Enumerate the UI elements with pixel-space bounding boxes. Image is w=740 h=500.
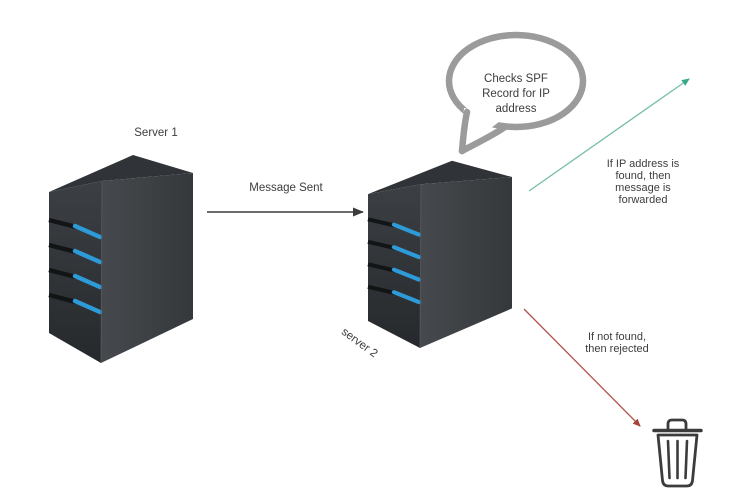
forwarded-arrow [528,78,690,192]
message-sent-label: Message Sent [249,182,323,194]
spf-bubble-text: Checks SPF Record for IP address [482,73,550,115]
server1-icon [49,155,193,363]
rejected-label: If not found, then rejected [585,331,649,355]
speech-bubble [445,31,587,155]
forwarded-label: If IP address is found, then message is … [606,158,680,206]
server1-label: Server 1 [134,127,178,139]
rejected-arrow [523,308,641,427]
trash-icon [652,418,703,488]
server2-icon [368,161,512,348]
